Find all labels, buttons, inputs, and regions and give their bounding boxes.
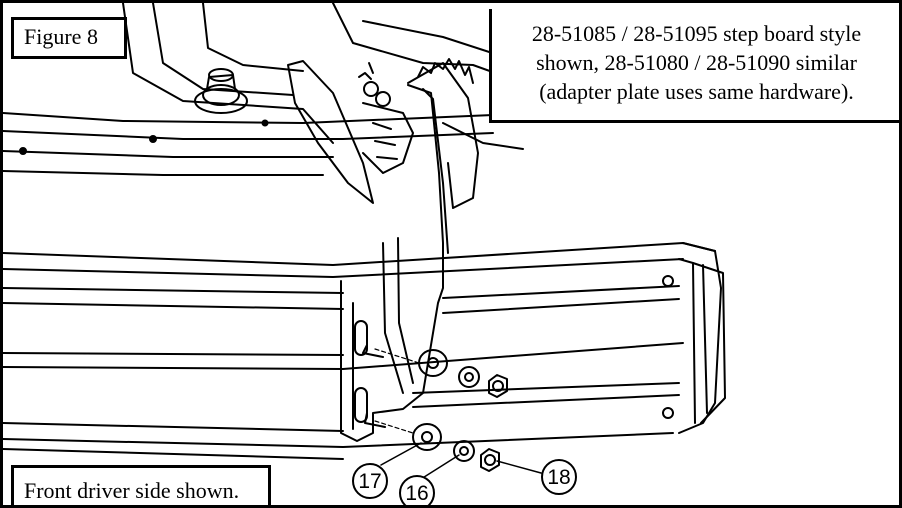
- mounting-bracket: [340, 84, 449, 442]
- caption: Front driver side shown.: [11, 465, 271, 505]
- note-line: (adapter plate uses same hardware).: [539, 79, 854, 104]
- mounting-nut: [194, 68, 248, 114]
- bracket-bolts: [358, 62, 391, 107]
- step-board: [3, 242, 726, 460]
- note-line: 28-51085 / 28-51095 step board style: [531, 21, 862, 46]
- adapter-plate: [287, 58, 479, 209]
- figure-label: Figure 8: [11, 17, 127, 59]
- technical-drawing: [3, 3, 726, 480]
- callout-17: 17: [352, 463, 388, 499]
- callout-16: 16: [399, 475, 435, 505]
- note-line: shown, 28-51080 / 28-51090 similar: [536, 50, 857, 75]
- note-box: 28-51085 / 28-51095 step board style sho…: [489, 9, 899, 123]
- lower-hardware: [364, 412, 500, 472]
- callout-18: 18: [541, 459, 577, 495]
- leader-lines: [380, 442, 542, 480]
- upper-hardware: [362, 344, 508, 398]
